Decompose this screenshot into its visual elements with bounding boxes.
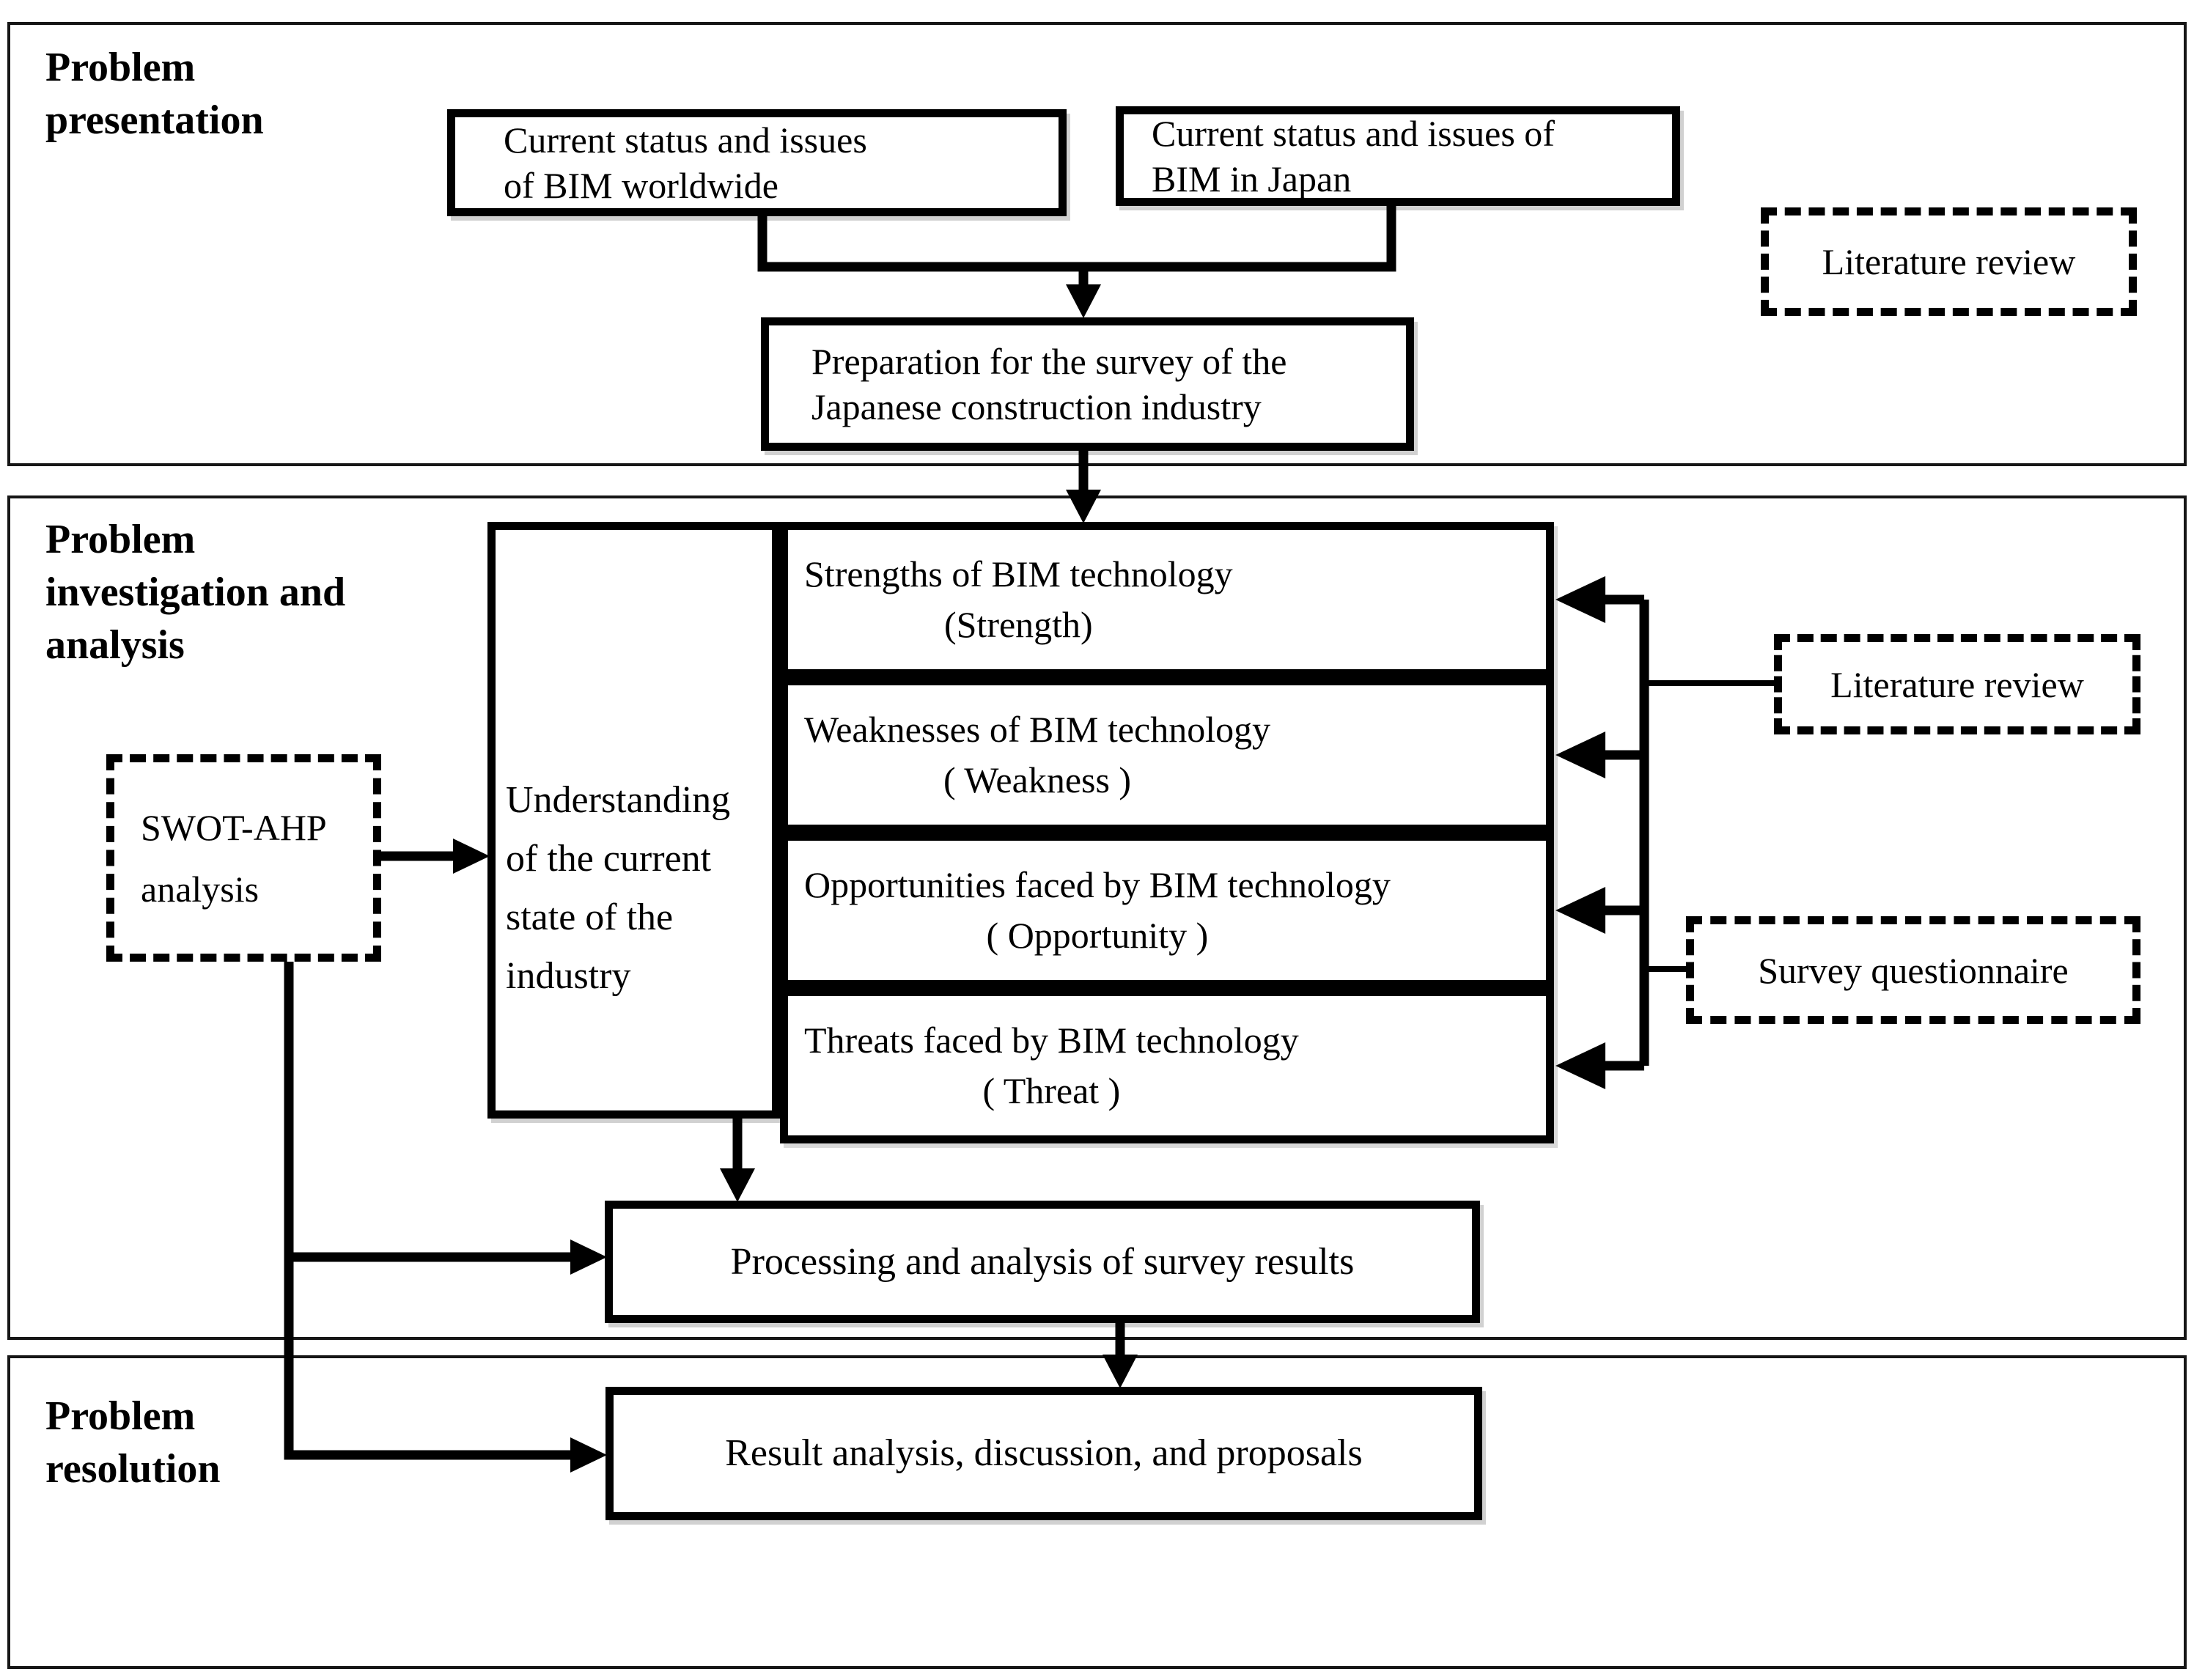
connector-top-join	[757, 201, 1396, 272]
arrowhead-into-result-top	[1102, 1355, 1138, 1388]
node-understanding-industry: Understanding of the current state of th…	[487, 522, 780, 1119]
node-threat-row: Threats faced by BIM technology ( Threat…	[780, 988, 1554, 1143]
connector-swot-down-line	[284, 957, 575, 1460]
arrowhead-into-threat-row	[1556, 1042, 1605, 1089]
node-bim-worldwide: Current status and issues of BIM worldwi…	[447, 109, 1067, 216]
node-swot-ahp-analysis: SWOT-AHP analysis	[106, 754, 381, 962]
section-label-investigation: Problem investigation and analysis	[45, 517, 346, 668]
arrowhead-into-opportunity-row	[1556, 887, 1605, 934]
arrowhead-into-preparation	[1066, 284, 1101, 318]
node-processing-analysis: Processing and analysis of survey result…	[605, 1201, 1480, 1323]
arrowhead-into-strength-row	[1556, 576, 1605, 623]
node-result-analysis: Result analysis, discussion, and proposa…	[605, 1387, 1482, 1520]
node-literature-review-mid: Literature review	[1774, 634, 2140, 734]
strength-term: (Strength)	[943, 604, 1093, 645]
section-problem-presentation	[7, 22, 2187, 466]
arrowhead-into-swot-box	[1066, 490, 1101, 523]
section-label-resolution: Problem resolution	[45, 1393, 221, 1492]
node-preparation-survey: Preparation for the survey of the Japane…	[761, 317, 1414, 451]
threat-title: Threats faced by BIM technology	[804, 1020, 1299, 1061]
node-strength-row: Strengths of BIM technology (Strength)	[780, 522, 1554, 677]
arrowhead-into-weakness-row	[1556, 732, 1605, 778]
arrowhead-into-processing-top	[720, 1168, 755, 1202]
arrowhead-into-result-left	[570, 1437, 607, 1473]
section-label-presentation: Problem presentation	[45, 45, 264, 143]
weakness-term: ( Weakness )	[943, 759, 1132, 800]
node-bim-japan: Current status and issues of BIM in Japa…	[1116, 106, 1680, 206]
opportunity-term: ( Opportunity )	[986, 915, 1209, 956]
strength-title: Strengths of BIM technology	[804, 553, 1233, 594]
opportunity-title: Opportunities faced by BIM technology	[804, 864, 1391, 905]
node-literature-review-top: Literature review	[1761, 207, 2137, 316]
node-survey-questionnaire: Survey questionnaire	[1686, 916, 2140, 1024]
arrowhead-into-understanding	[453, 839, 490, 874]
node-opportunity-row: Opportunities faced by BIM technology ( …	[780, 833, 1554, 988]
node-weakness-row: Weaknesses of BIM technology ( Weakness …	[780, 677, 1554, 833]
section-problem-resolution	[7, 1355, 2187, 1669]
arrowhead-into-processing-left	[570, 1239, 607, 1275]
weakness-title: Weaknesses of BIM technology	[804, 709, 1271, 750]
threat-term: ( Threat )	[982, 1070, 1121, 1111]
